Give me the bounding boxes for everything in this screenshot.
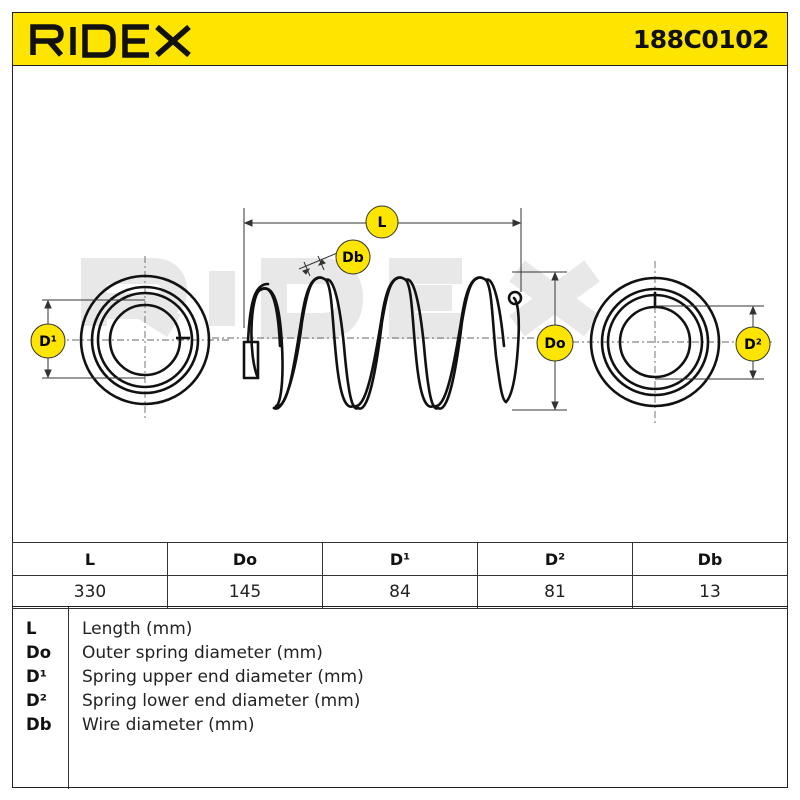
header-bar: 188C0102 (12, 12, 788, 66)
badge-upper: D¹ (30, 323, 66, 359)
specs-header-cell: Db (632, 542, 788, 576)
spring-diagram: L Db Do D¹ D² (30, 205, 772, 423)
legend-key: L (26, 619, 37, 638)
lower-diameter-dimension (655, 305, 764, 380)
specs-header-cell: D² (477, 542, 633, 576)
badge-wire: Db (335, 239, 371, 275)
legend-desc: Wire diameter (mm) (82, 715, 255, 735)
wire-diameter-dimension (298, 250, 343, 277)
upper-end-view (79, 274, 211, 406)
specs-value-cell: 13 (632, 575, 788, 609)
spring-side-view (242, 276, 523, 410)
badge-wire-text: Db (342, 250, 364, 266)
legend-key: D¹ (26, 667, 47, 686)
badge-lower: D² (735, 326, 771, 362)
part-number: 188C0102 (632, 25, 770, 54)
legend-key: D² (26, 691, 47, 710)
specs-header-cell: L (12, 542, 168, 576)
legend-item: L Length (mm) (12, 619, 772, 643)
specs-header-row: L Do D¹ D² Db (12, 542, 788, 576)
legend-key: Do (26, 643, 52, 662)
ridex-logo (30, 24, 191, 58)
specs-value-row: 330 145 84 81 13 (12, 575, 788, 609)
specs-table: L Do D¹ D² Db 330 145 84 81 13 (12, 542, 788, 609)
legend-item: D¹ Spring upper end diameter (mm) (12, 667, 772, 691)
badge-length-text: L (378, 215, 387, 231)
legend-item: Do Outer spring diameter (mm) (12, 643, 772, 667)
legend-divider (68, 607, 69, 789)
upper-diameter-dimension (42, 299, 145, 379)
specs-value-cell: 145 (167, 575, 323, 609)
legend-key: Db (26, 715, 52, 734)
badge-outer-text: Do (544, 336, 566, 352)
legend-desc: Length (mm) (82, 619, 193, 639)
specs-value-cell: 81 (477, 575, 633, 609)
legend-desc: Spring upper end diameter (mm) (82, 667, 364, 687)
legend-desc: Outer spring diameter (mm) (82, 643, 323, 663)
legend-item: D² Spring lower end diameter (mm) (12, 691, 772, 715)
badge-upper-text: D¹ (39, 334, 57, 350)
specs-header-cell: Do (167, 542, 323, 576)
legend-desc: Spring lower end diameter (mm) (82, 691, 361, 711)
badge-length: L (365, 205, 399, 239)
specs-value-cell: 330 (12, 575, 168, 609)
specs-header-cell: D¹ (322, 542, 478, 576)
lower-end-view (589, 276, 721, 408)
legend-item: Db Wire diameter (mm) (12, 715, 772, 739)
badge-outer: Do (536, 324, 574, 362)
specs-value-cell: 84 (322, 575, 478, 609)
legend: L Length (mm) Do Outer spring diameter (… (12, 606, 788, 789)
badge-lower-text: D² (744, 337, 762, 353)
